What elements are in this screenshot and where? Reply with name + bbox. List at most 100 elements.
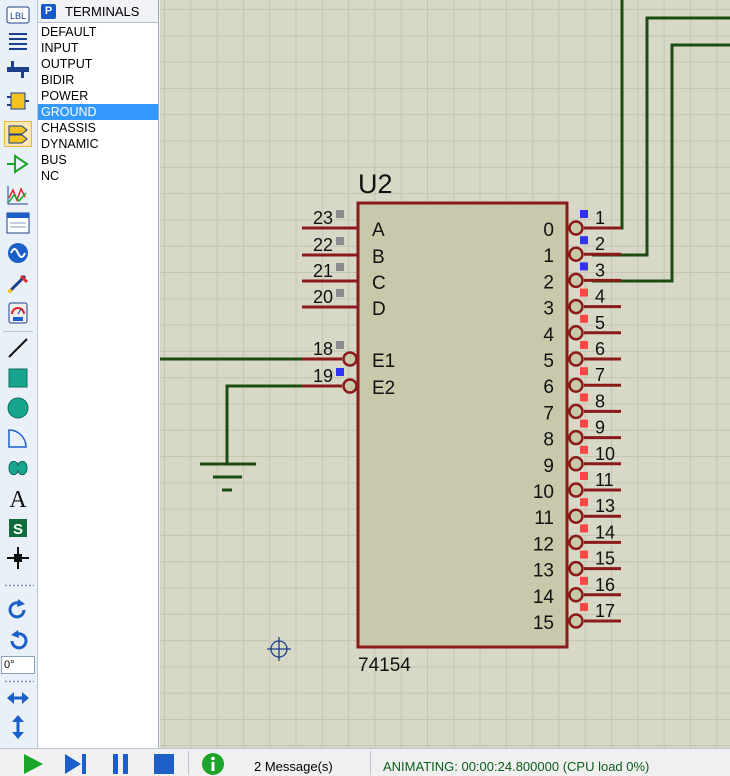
- logic-state-14: [580, 524, 588, 533]
- logic-state-1: [580, 210, 588, 218]
- terminal-item-chassis[interactable]: CHASSIS: [41, 121, 96, 135]
- chip-reference: U2: [358, 169, 393, 199]
- inversion-bubble-13: [568, 508, 584, 524]
- inversion-bubble-16: [568, 587, 584, 603]
- status-bar: 2 Message(s) ANIMATING: 00:00:24.800000 …: [0, 748, 730, 776]
- mirror-vertical-icon[interactable]: [4, 714, 32, 740]
- tool-strip: LBL A S: [0, 0, 38, 748]
- pin-name-b: B: [372, 247, 385, 268]
- output-label-4: 4: [543, 325, 554, 346]
- box-icon[interactable]: [4, 365, 32, 391]
- tape-recorder-icon[interactable]: [4, 210, 32, 236]
- terminal-item-power[interactable]: POWER: [41, 89, 89, 103]
- marker-icon[interactable]: [4, 545, 32, 571]
- virtual-instruments-icon[interactable]: [4, 300, 32, 326]
- generator-icon[interactable]: [4, 240, 32, 266]
- status-divider: [188, 751, 189, 775]
- inversion-bubble-2: [568, 246, 584, 262]
- info-icon[interactable]: [200, 753, 226, 775]
- animation-status: ANIMATING: 00:00:24.800000 (CPU load 0%): [383, 759, 650, 774]
- label-icon[interactable]: LBL: [4, 2, 32, 28]
- play-button[interactable]: [20, 753, 46, 775]
- terminals-icon[interactable]: [4, 121, 32, 147]
- messages-count[interactable]: 2 Message(s): [254, 759, 333, 774]
- terminal-item-ground[interactable]: GROUND: [38, 104, 158, 120]
- terminal-item-dynamic[interactable]: DYNAMIC: [41, 137, 99, 151]
- inversion-bubble-1: [568, 220, 584, 236]
- pin-number-5: 5: [595, 313, 605, 333]
- text-script-icon[interactable]: [4, 28, 32, 54]
- bus-icon[interactable]: [4, 56, 32, 82]
- terminal-item-input[interactable]: INPUT: [41, 41, 79, 55]
- graph-icon[interactable]: [4, 182, 32, 208]
- panel-title: TERMINALS: [65, 3, 140, 19]
- toolbar-grip: [4, 584, 34, 587]
- pin-name-e1: E1: [372, 351, 395, 372]
- chip-body[interactable]: [356, 201, 569, 649]
- symbol-icon-glyph: S: [13, 521, 23, 538]
- terminals-panel: P TERMINALS DEFAULT INPUT OUTPUT BIDIR POWER…: [38, 0, 159, 748]
- pick-devices-button[interactable]: P: [41, 3, 56, 19]
- logic-state-16: [580, 576, 588, 585]
- terminal-item-nc[interactable]: NC: [41, 169, 60, 183]
- text-icon[interactable]: A: [4, 485, 32, 511]
- logic-state-15: [580, 550, 588, 559]
- inversion-bubble-7: [568, 377, 584, 393]
- wire-net-2[interactable]: [592, 43, 730, 283]
- circle-icon[interactable]: [4, 395, 32, 421]
- wire-e2-ground[interactable]: [225, 384, 308, 464]
- step-button[interactable]: [63, 753, 89, 775]
- output-label-3: 3: [543, 299, 554, 320]
- terminal-item-bus[interactable]: BUS: [41, 153, 67, 167]
- logic-state-20: [336, 289, 344, 297]
- pin-name-c: C: [372, 273, 386, 294]
- terminal-item-default[interactable]: DEFAULT: [41, 25, 97, 39]
- rotate-cw-icon[interactable]: [4, 597, 32, 623]
- text-icon-glyph: A: [9, 487, 27, 510]
- chip-part-number: 74154: [358, 655, 411, 676]
- pin-number-2: 2: [595, 234, 605, 254]
- pin-number-6: 6: [595, 339, 605, 359]
- logic-state-18: [336, 341, 344, 349]
- arc-icon[interactable]: [4, 425, 32, 451]
- inversion-bubble-6: [568, 351, 584, 367]
- toolbar-separator: [3, 331, 33, 332]
- pin-number-8: 8: [595, 391, 605, 411]
- output-label-8: 8: [543, 430, 554, 451]
- output-label-15: 15: [533, 613, 554, 634]
- terminal-item-bidir[interactable]: BIDIR: [41, 73, 75, 87]
- terminal-item-output[interactable]: OUTPUT: [41, 57, 93, 71]
- pause-button[interactable]: [108, 753, 134, 775]
- inversion-bubble-5: [568, 325, 584, 341]
- rotation-field[interactable]: 0°: [1, 656, 35, 674]
- device-pins-icon[interactable]: [4, 151, 32, 177]
- output-label-5: 5: [543, 351, 554, 372]
- symbol-icon[interactable]: S: [4, 515, 32, 541]
- output-label-12: 12: [533, 534, 554, 555]
- subcircuit-icon[interactable]: [4, 88, 32, 114]
- output-label-7: 7: [543, 403, 554, 424]
- logic-state-13: [580, 498, 588, 507]
- line-icon[interactable]: [4, 335, 32, 361]
- output-label-1: 1: [543, 246, 554, 267]
- inversion-bubble-3: [568, 272, 584, 289]
- mirror-horizontal-icon[interactable]: [4, 685, 32, 711]
- stop-button[interactable]: [151, 753, 177, 775]
- pin-number-1: 1: [595, 208, 605, 228]
- wire-net-0[interactable]: [592, 0, 624, 230]
- logic-state-8: [580, 393, 588, 402]
- pin-number-22: 22: [313, 235, 333, 255]
- logic-state-17: [580, 603, 588, 611]
- status-divider: [370, 751, 371, 775]
- wire-net-1[interactable]: [592, 16, 730, 257]
- rotate-ccw-icon[interactable]: [4, 628, 32, 654]
- path-icon[interactable]: [4, 455, 32, 481]
- output-label-14: 14: [533, 587, 555, 608]
- pin-number-9: 9: [595, 418, 605, 438]
- pin-number-15: 15: [595, 549, 615, 569]
- output-label-6: 6: [543, 377, 554, 398]
- voltage-probe-icon[interactable]: [4, 270, 32, 296]
- pin-number-3: 3: [595, 260, 605, 280]
